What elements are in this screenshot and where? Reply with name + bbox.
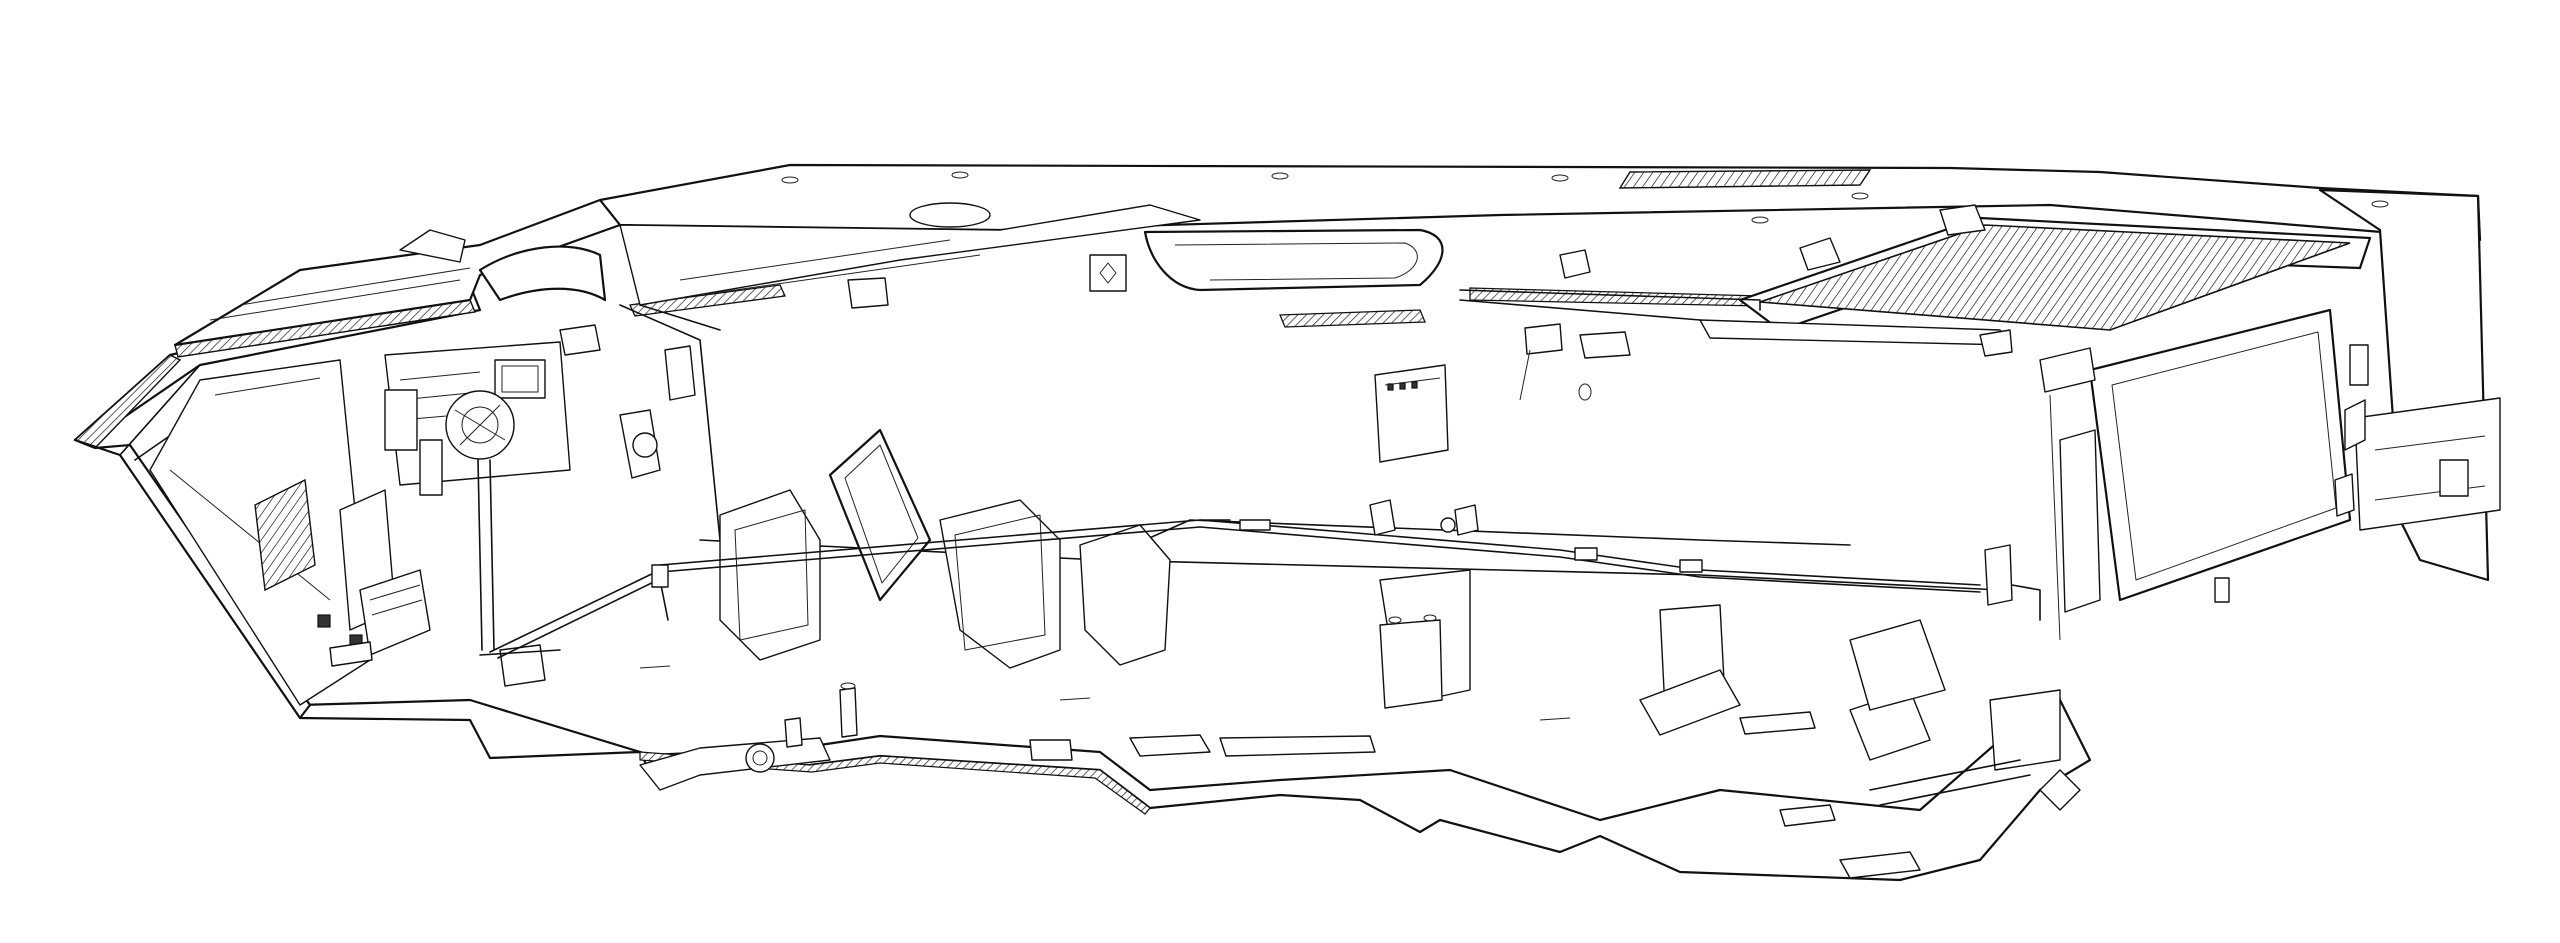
rear-door-panel bbox=[2039, 308, 2369, 641]
floor-details bbox=[639, 665, 2081, 879]
roof-bolts bbox=[781, 171, 2389, 224]
control-linkage bbox=[489, 499, 2041, 659]
commander-wall-items bbox=[559, 323, 1631, 479]
roof-details bbox=[619, 169, 2389, 328]
engine-grille bbox=[1459, 204, 2372, 357]
front-glacis bbox=[73, 198, 622, 720]
interior-side-wall bbox=[619, 304, 2061, 771]
driver-station bbox=[317, 229, 607, 687]
steering-wheel-icon bbox=[445, 390, 515, 460]
warning-placard-icon bbox=[1089, 254, 1127, 292]
